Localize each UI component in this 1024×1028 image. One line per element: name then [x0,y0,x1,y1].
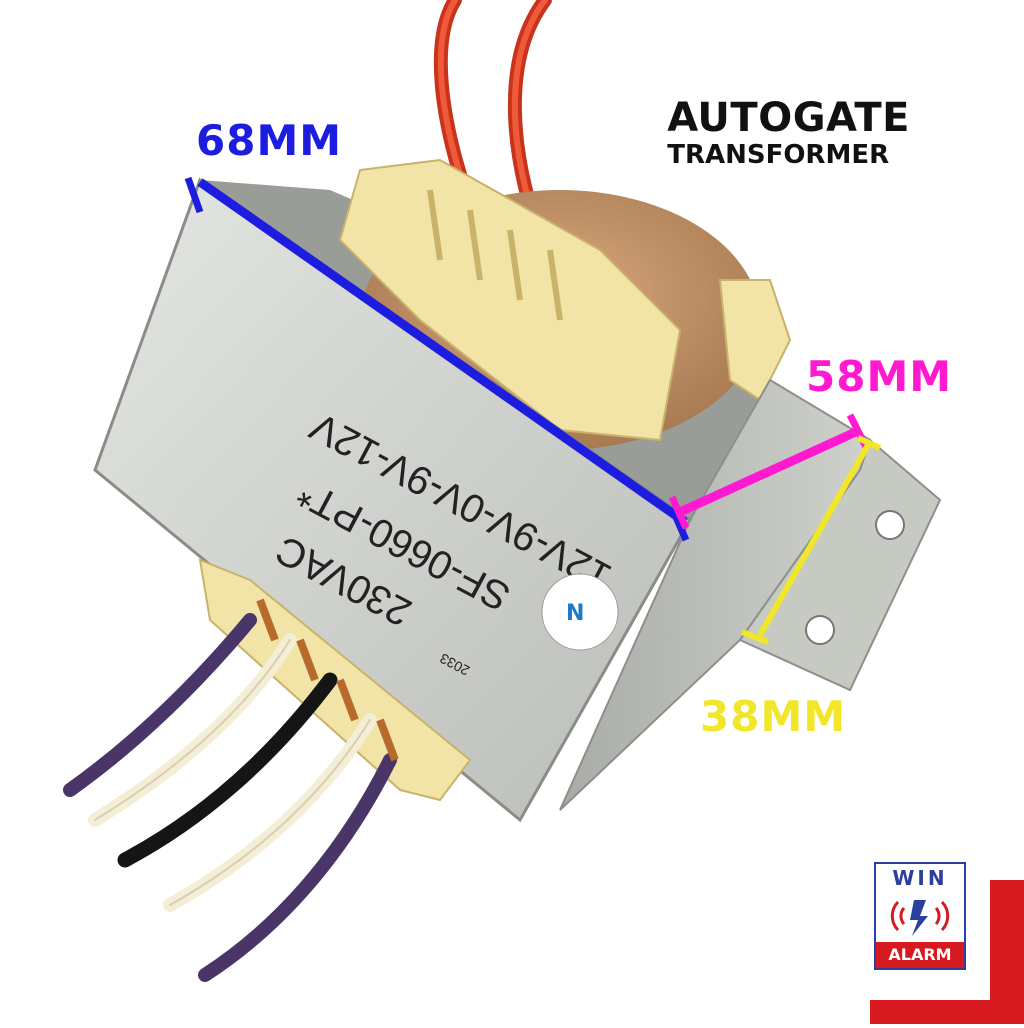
headline-line1: AUTOGATE [667,95,910,141]
svg-text:N: N [566,601,584,626]
bobbin-top [338,158,682,442]
secondary-wires [63,613,397,982]
brand-logo-bottom: ALARM [876,942,964,968]
signal-icon [890,900,950,936]
brand-logo-top: WIN [892,866,948,890]
flange-hole [875,510,905,540]
red-corner-mark [870,880,1024,1024]
brand-logo: WIN ALARM [874,862,966,970]
headline: AUTOGATE TRANSFORMER [667,96,910,170]
copper-leads [256,598,399,762]
length-label: 68MM [196,116,343,165]
width-label: 58MM [806,352,953,401]
flange-hole [805,615,835,645]
shell-side [559,378,872,811]
length-dimension-line [184,176,690,542]
height-dimension-line [740,435,882,645]
date-stamp: N [541,573,619,651]
height-label: 38MM [700,692,847,741]
headline-line2: TRANSFORMER [667,140,890,170]
